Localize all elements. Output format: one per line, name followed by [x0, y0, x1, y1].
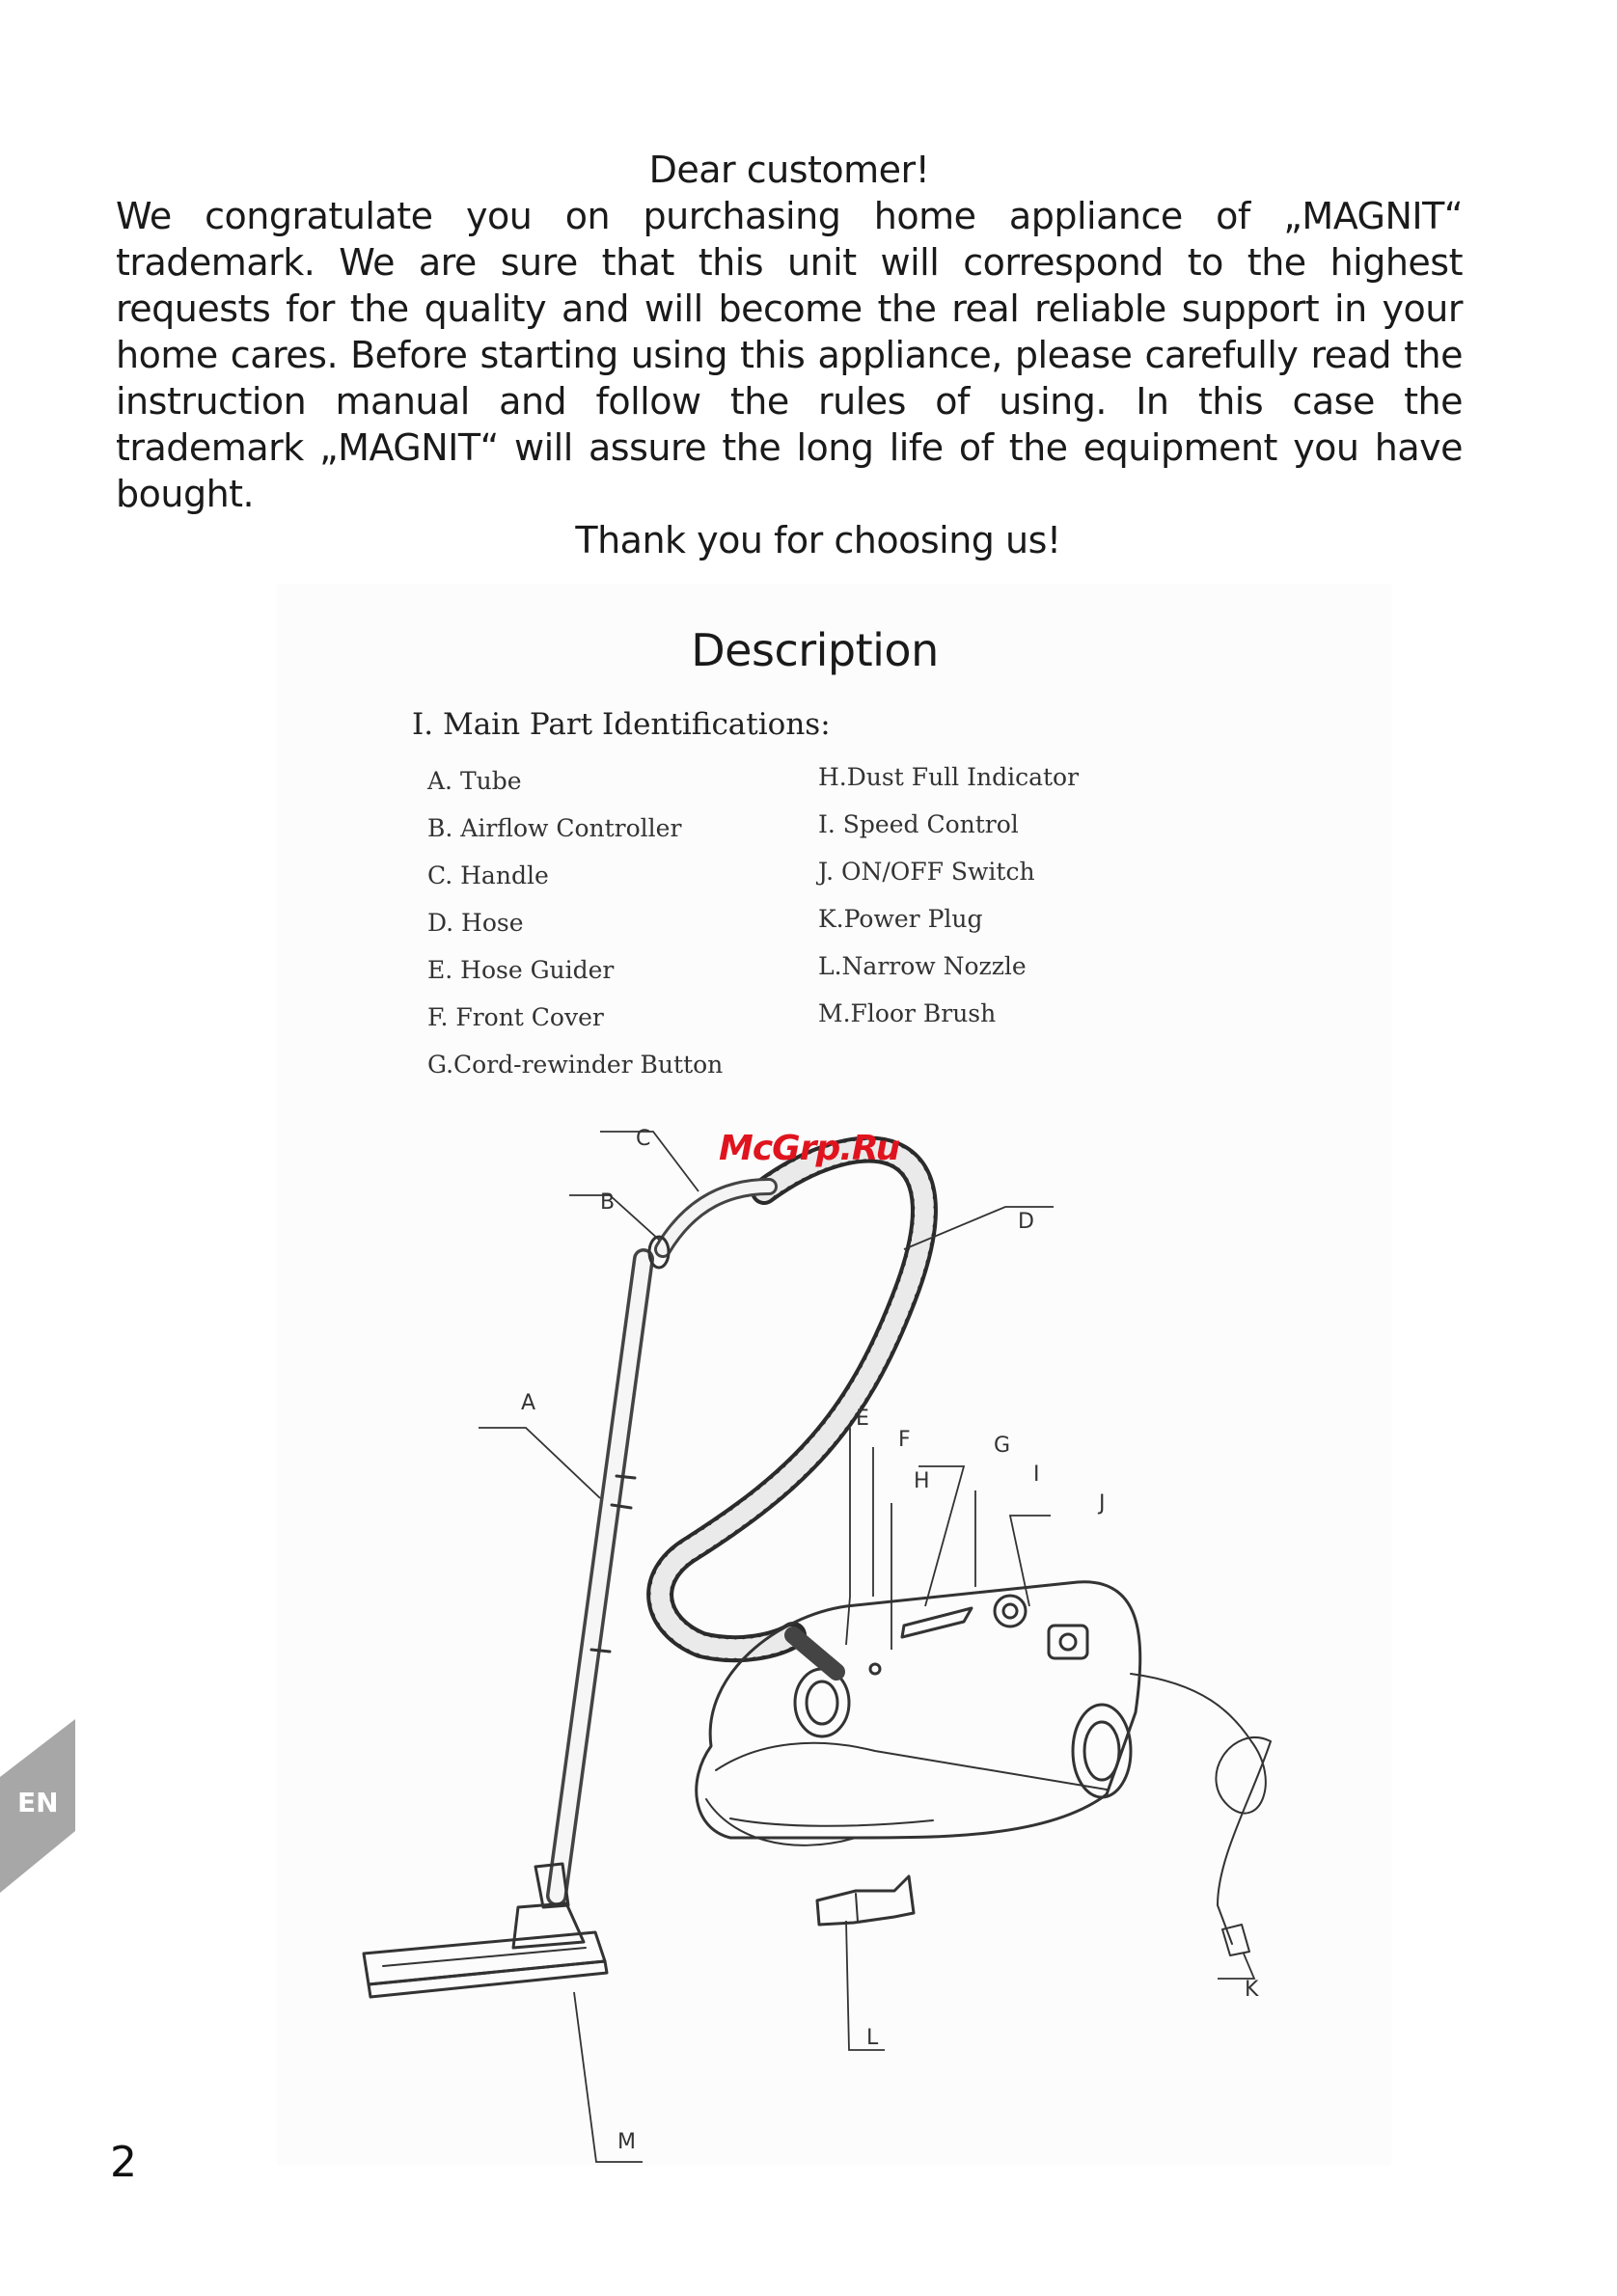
part-item: G.Cord-rewinder Button [427, 1051, 724, 1079]
intro-paragraph: We congratulate you on purchasing home a… [116, 195, 1464, 515]
callout-j: J [1097, 1491, 1106, 1516]
callout-m: M [617, 2130, 636, 2154]
callout-e: E [856, 1407, 869, 1431]
part-item: F. Front Cover [427, 1003, 604, 1031]
part-item: C. Handle [427, 861, 549, 889]
page-number: 2 [110, 2138, 137, 2187]
part-item: L.Narrow Nozzle [818, 952, 1027, 980]
description-title: Description [691, 624, 939, 676]
callout-c: C [636, 1127, 650, 1151]
greeting: Dear customer! [648, 149, 930, 191]
callout-d: D [1018, 1210, 1034, 1234]
intro-text: Dear customer! We congratulate you on pu… [116, 147, 1464, 563]
parts-column-left: A. Tube B. Airflow Controller C. Handle … [427, 757, 723, 1088]
callout-b: B [600, 1190, 615, 1215]
watermark: McGrp.Ru [719, 1129, 900, 1168]
callout-k: K [1245, 1978, 1259, 2002]
thanks-line: Thank you for choosing us! [575, 519, 1061, 561]
part-item: M.Floor Brush [818, 999, 997, 1027]
callout-h: H [914, 1469, 930, 1493]
part-item: H.Dust Full Indicator [818, 763, 1080, 791]
parts-column-right: H.Dust Full Indicator I. Speed Control J… [818, 753, 1079, 1037]
language-tab-shape [0, 1719, 75, 1893]
callout-f: F [898, 1428, 911, 1452]
part-item: I. Speed Control [818, 810, 1019, 838]
vacuum-cleaner-diagram: C B D A E F G H I J K L M [362, 1127, 1272, 2163]
callout-a: A [521, 1391, 535, 1415]
callout-l: L [866, 2026, 879, 2050]
section-title: Ⅰ. Main Part Identifications: [412, 707, 831, 742]
callout-g: G [994, 1434, 1010, 1458]
part-item: J. ON/OFF Switch [818, 858, 1035, 886]
callout-i: I [1033, 1462, 1040, 1487]
part-item: A. Tube [427, 767, 522, 795]
part-item: E. Hose Guider [427, 956, 615, 984]
part-item: K.Power Plug [818, 905, 983, 933]
part-item: D. Hose [427, 909, 524, 937]
part-item: B. Airflow Controller [427, 814, 682, 842]
description-panel: Description Ⅰ. Main Part Identifications… [277, 584, 1391, 2166]
language-tab: EN [0, 1719, 75, 1893]
language-tab-label: EN [17, 1787, 59, 1818]
